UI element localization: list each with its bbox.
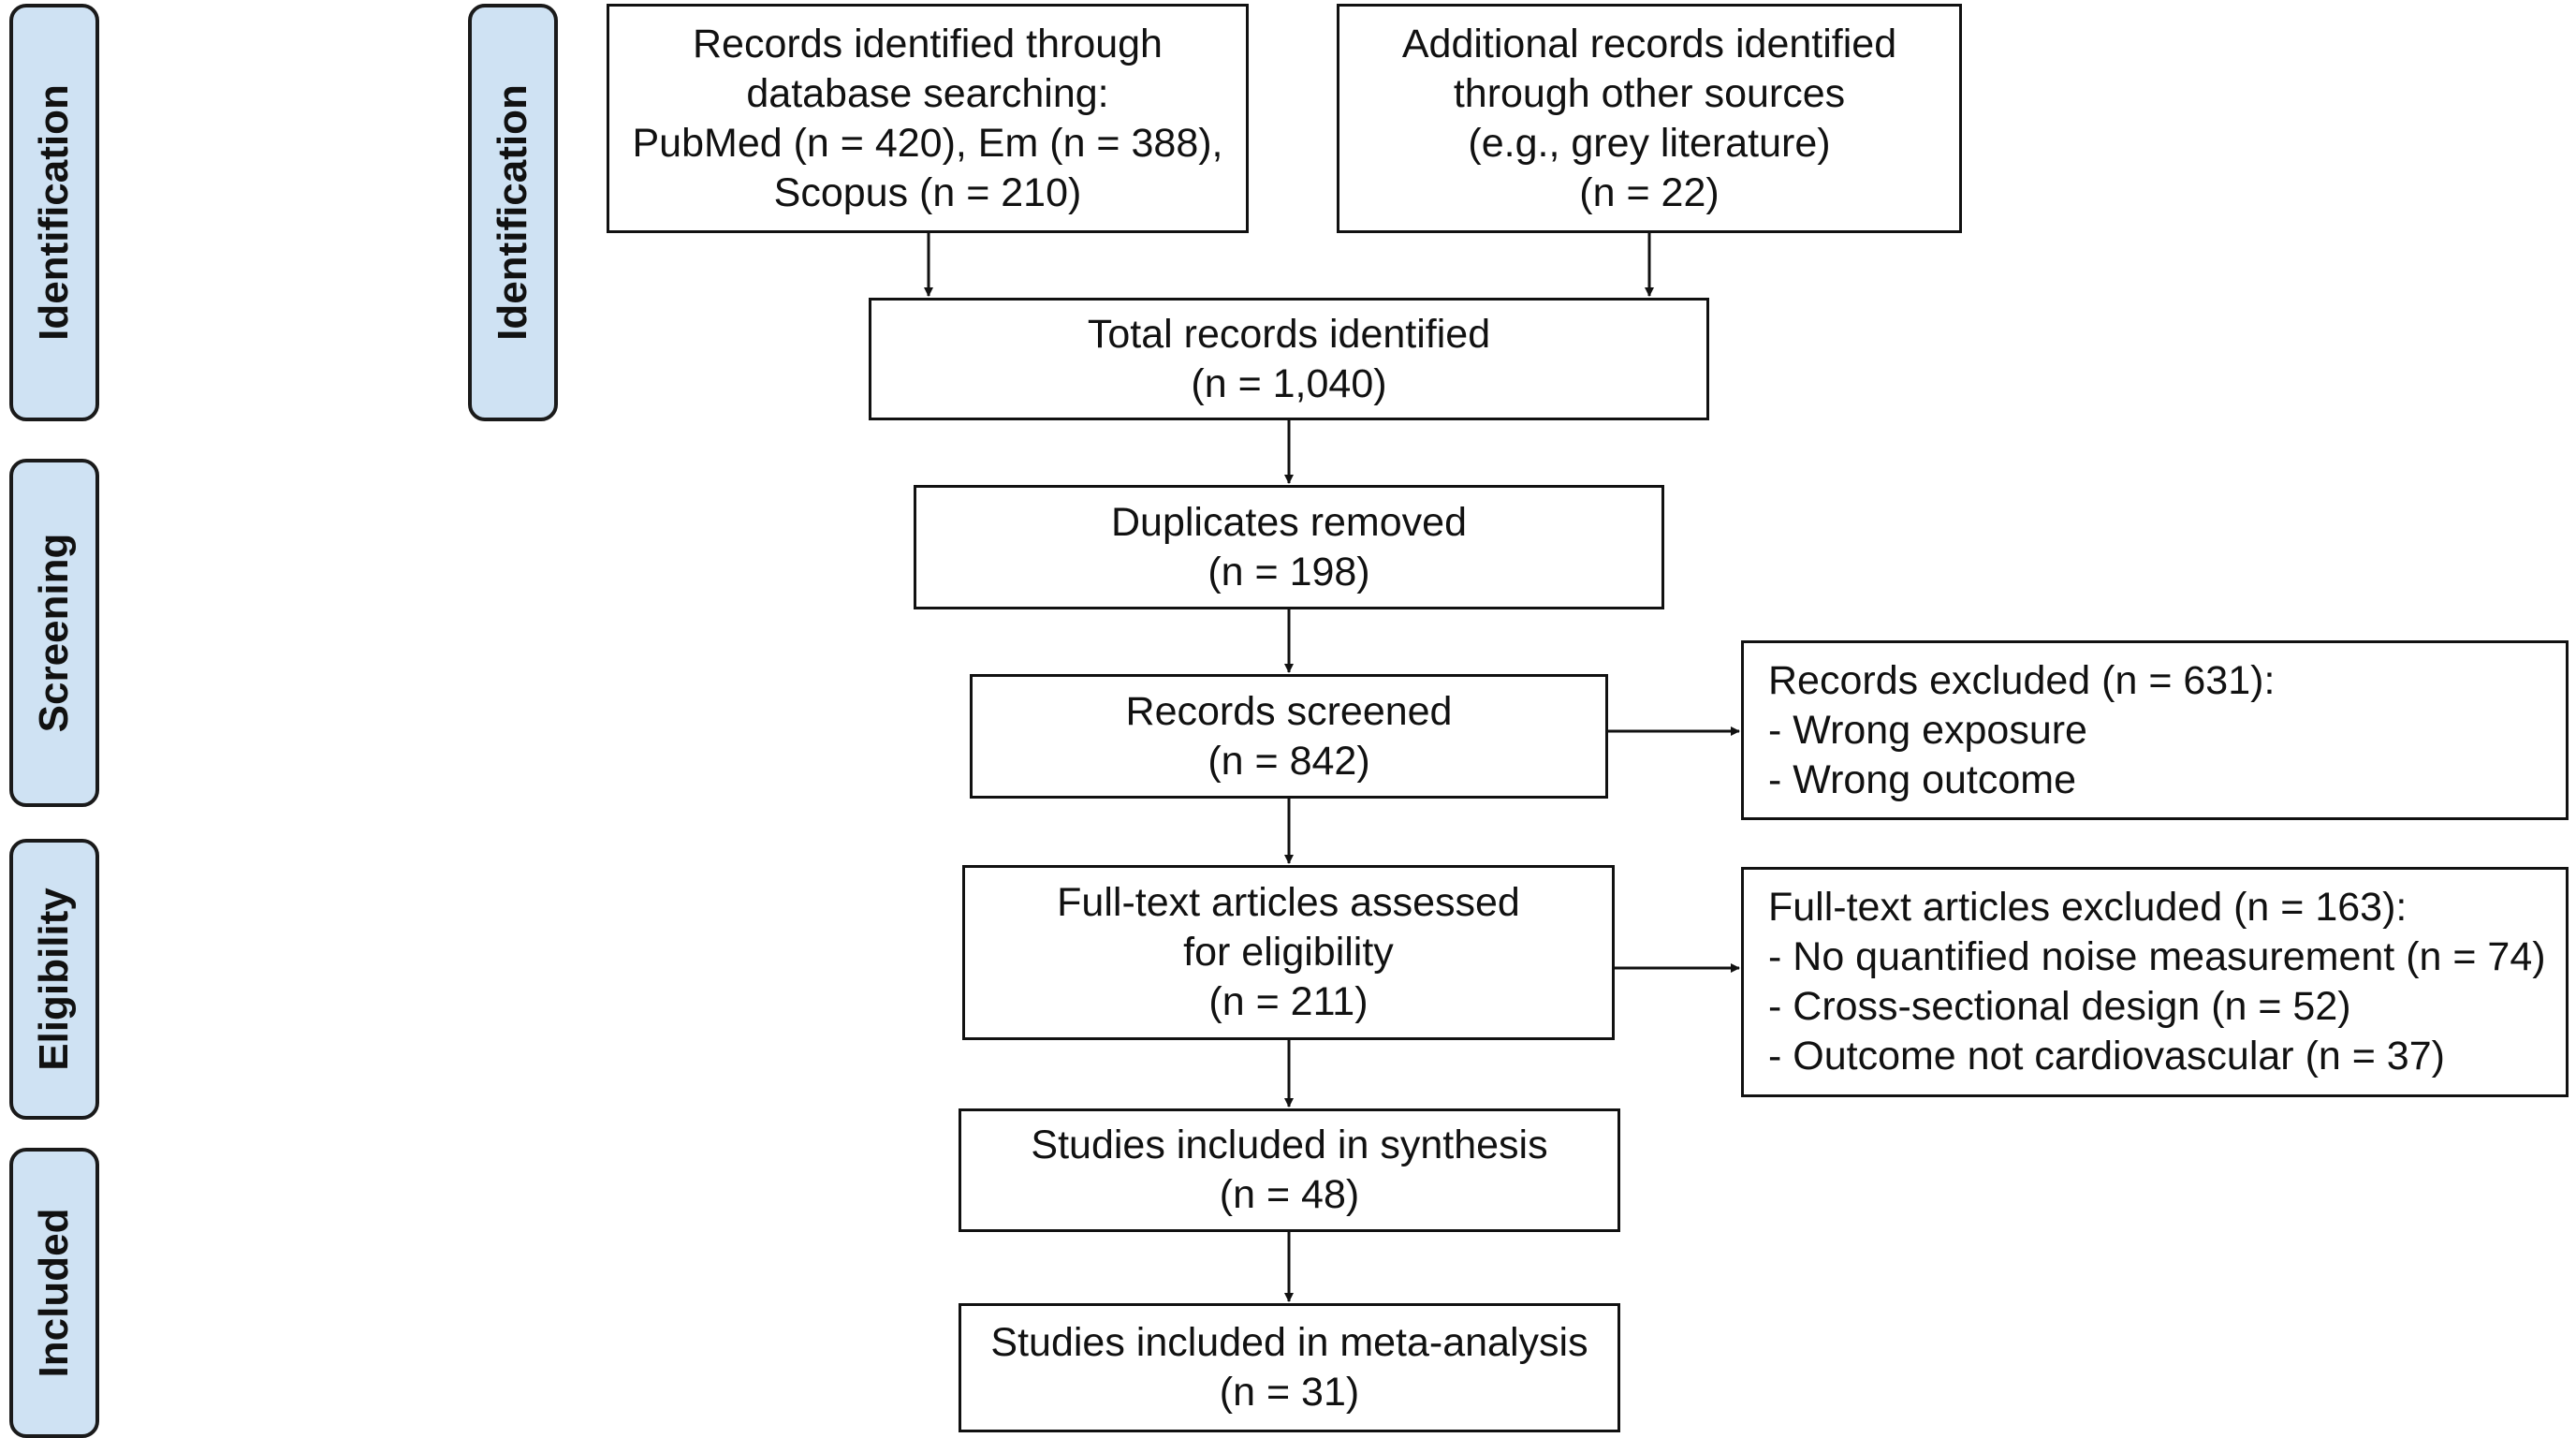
meta-analysis-line-1: Studies included in meta-analysis	[990, 1320, 1588, 1365]
fulltext-assessed-box: Full-text articles assessed for eligibil…	[962, 865, 1615, 1040]
fulltext-assessed-line-1: Full-text articles assessed	[1057, 880, 1520, 925]
meta-analysis-box: Studies included in meta-analysis (n = 3…	[959, 1303, 1620, 1432]
total-identified-line-2: (n = 1,040)	[1191, 360, 1387, 406]
records-excluded-line-3: - Wrong outcome	[1768, 756, 2077, 802]
records-screened-line-2: (n = 842)	[1208, 738, 1370, 784]
records-excluded-box: Records excluded (n = 631): - Wrong expo…	[1741, 640, 2569, 820]
database-search-line-3: PubMed (n = 420), Em (n = 388),	[632, 120, 1223, 166]
records-screened-line-1: Records screened	[1125, 688, 1453, 734]
stage-screening: Screening	[9, 459, 99, 807]
database-search-line-2: database searching:	[746, 70, 1109, 116]
duplicates-removed-box: Duplicates removed (n = 198)	[914, 485, 1664, 609]
duplicates-removed-line-1: Duplicates removed	[1110, 499, 1467, 545]
stage-identification: Identification	[9, 4, 99, 421]
records-excluded-line-1: Records excluded (n = 631):	[1768, 657, 2276, 703]
records-excluded-line-2: - Wrong exposure	[1768, 707, 2087, 753]
fulltext-excluded-line-2: - No quantified noise measurement (n = 7…	[1768, 934, 2546, 979]
fulltext-excluded-line-3: - Cross-sectional design (n = 52)	[1768, 984, 2351, 1029]
other-sources-line-4: (n = 22)	[1579, 169, 1720, 215]
other-sources-line-1: Additional records identified	[1401, 21, 1897, 66]
synthesis-line-1: Studies included in synthesis	[1031, 1123, 1548, 1167]
database-search-line-1: Records identified through	[693, 21, 1163, 66]
fulltext-excluded-line-1: Full-text articles excluded (n = 163):	[1768, 885, 2408, 930]
fulltext-assessed-line-3: (n = 211)	[1208, 979, 1368, 1024]
fulltext-assessed-line-2: for eligibility	[1183, 930, 1394, 975]
total-identified-line-1: Total records identified	[1087, 311, 1491, 357]
stage-identification-inner: Identification	[468, 4, 558, 421]
meta-analysis-line-2: (n = 31)	[1219, 1370, 1360, 1415]
records-screened-box: Records screened (n = 842)	[970, 674, 1608, 799]
total-identified-box: Total records identified (n = 1,040)	[869, 298, 1709, 420]
stage-eligibility: Eligibility	[9, 839, 99, 1120]
database-search-line-4: Scopus (n = 210)	[773, 169, 1082, 215]
stage-included: Included	[9, 1148, 99, 1438]
fulltext-excluded-line-4: - Outcome not cardiovascular (n = 37)	[1768, 1034, 2445, 1078]
duplicates-removed-line-2: (n = 198)	[1208, 549, 1370, 594]
other-sources-box: Additional records identified through ot…	[1337, 4, 1962, 233]
synthesis-line-2: (n = 48)	[1219, 1172, 1360, 1217]
other-sources-line-2: through other sources	[1453, 70, 1846, 116]
synthesis-box: Studies included in synthesis (n = 48)	[959, 1108, 1620, 1232]
other-sources-line-3: (e.g., grey literature)	[1468, 120, 1831, 166]
database-search-box: Records identified through database sear…	[607, 4, 1249, 233]
fulltext-excluded-box: Full-text articles excluded (n = 163): -…	[1741, 867, 2569, 1097]
